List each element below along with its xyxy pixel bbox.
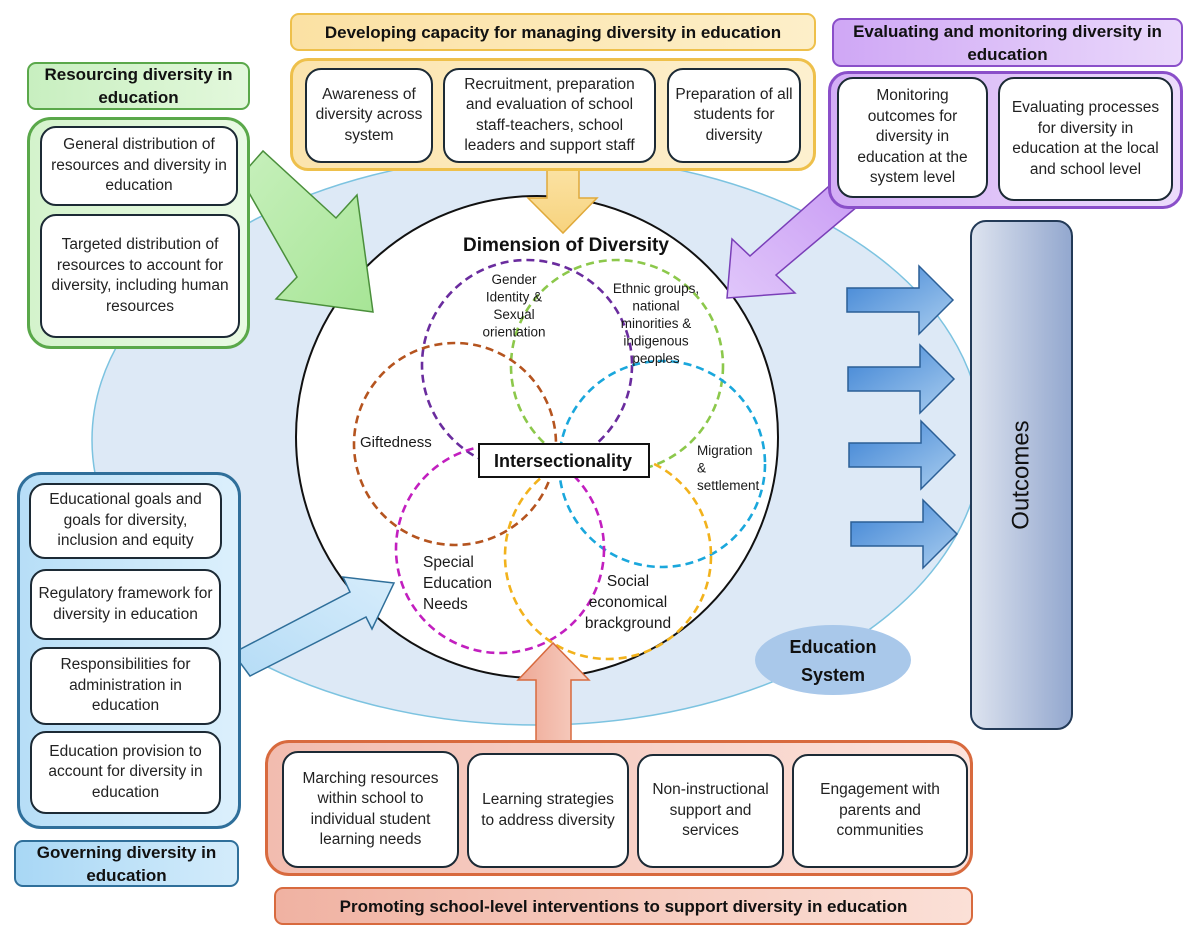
dimension-label-line: Migration [697, 443, 753, 458]
dimension-label-line: Sexual [493, 307, 534, 322]
dimension-label-line: national [632, 299, 679, 314]
dimension-label-giftedness: Giftedness [360, 434, 432, 451]
dimension-circle-sen [394, 443, 606, 655]
promoting-item-1-text: Marching resources within school to indi… [302, 769, 439, 849]
dimension-label-line: settlement [697, 478, 760, 493]
dimension-label-social: Social economical brackground [585, 573, 671, 632]
dimension-label-line: indigenous [623, 334, 689, 349]
dimension-label-line: orientation [482, 325, 545, 340]
capacity-item-2: Recruitment, preparation and evaluation … [443, 68, 656, 163]
outcomes-box: Outcomes [970, 220, 1073, 730]
promoting-item-3: Non-instructional support and services [637, 754, 784, 868]
outcome-arrow-2 [847, 343, 956, 415]
dimension-label-line: & [697, 461, 706, 476]
promoting-item-2-text: Learning strategies to address diversity [481, 791, 615, 829]
governing-arrow [231, 576, 396, 677]
dimension-label-line: peoples [632, 351, 680, 366]
governing-item-2: Regulatory framework for diversity in ed… [30, 569, 221, 640]
promoting-item-3-text: Non-instructional support and services [652, 781, 769, 840]
resourcing-title-text: Resourcing diversity in education [44, 65, 233, 107]
outcome-arrows [846, 264, 959, 570]
education-system-badge [755, 625, 911, 695]
intersectionality-label: Intersectionality [494, 451, 632, 471]
governing-title: Governing diversity in education [14, 840, 239, 887]
dimension-label-line: Education [423, 575, 492, 592]
dimension-label-line: minorities & [621, 316, 692, 331]
outcome-arrow-3 [848, 419, 957, 491]
governing-item-1: Educational goals and goals for diversit… [29, 483, 222, 559]
promoting-item-4-text: Engagement with parents and communities [820, 781, 940, 840]
resourcing-item-1-text: General distribution of resources and di… [51, 136, 227, 195]
education-system-label-2: System [801, 665, 865, 685]
capacity-item-1-text: Awareness of diversity across system [315, 85, 423, 144]
dimension-circle-migration [557, 359, 767, 569]
promoting-item-1: Marching resources within school to indi… [282, 751, 459, 868]
outcome-arrow-1 [846, 264, 955, 336]
promoting-title-text: Promoting school-level interventions to … [339, 896, 908, 916]
dimension-label-line: brackground [585, 615, 671, 632]
dimension-label-line: Giftedness [360, 434, 432, 451]
resourcing-item-1: General distribution of resources and di… [40, 126, 238, 206]
evaluating-item-1: Monitoring outcomes for diversity in edu… [837, 77, 988, 198]
dimension-label-line: economical [589, 594, 667, 611]
dimension-label-migration: Migration & settlement [697, 443, 760, 493]
governing-item-4-text: Education provision to account for diver… [48, 742, 203, 801]
dimension-label-line: Ethnic groups, [613, 281, 699, 296]
governing-item-3-text: Responsibilities for administration in e… [60, 656, 191, 715]
governing-item-3: Responsibilities for administration in e… [30, 647, 221, 725]
dimension-heading: Dimension of Diversity [463, 235, 669, 256]
dimension-circle-gender [420, 258, 634, 472]
capacity-title-text: Developing capacity for managing diversi… [324, 22, 782, 42]
governing-title-text: Governing diversity in education [36, 842, 217, 885]
dimension-label-ethnic: Ethnic groups, national minorities & indige… [613, 281, 699, 366]
resourcing-title: Resourcing diversity in education [27, 62, 250, 110]
dimension-label-line: Gender [491, 272, 537, 287]
evaluating-item-2-text: Evaluating processes for diversity in ed… [1011, 99, 1160, 178]
dimension-label-line: Special [423, 554, 474, 571]
promoting-arrow [516, 641, 591, 747]
evaluating-title: Evaluating and monitoring diversity in e… [832, 18, 1183, 67]
capacity-item-2-text: Recruitment, preparation and evaluation … [464, 75, 635, 155]
dimension-circle-ethnic [509, 258, 725, 474]
promoting-title: Promoting school-level interventions to … [274, 887, 973, 925]
capacity-item-3: Preparation of all students for diversit… [667, 68, 801, 163]
evaluating-item-1-text: Monitoring outcomes for diversity in edu… [857, 87, 968, 187]
outcome-arrow-4 [850, 498, 959, 570]
resourcing-item-2-text: Targeted distribution of resources to ac… [51, 236, 229, 315]
governing-item-2-text: Regulatory framework for diversity in ed… [38, 585, 213, 623]
resourcing-arrow [239, 149, 374, 313]
outcomes-label: Outcomes [1007, 420, 1035, 530]
education-system-label-1: Education [789, 637, 876, 657]
capacity-item-3-text: Preparation of all students for diversit… [675, 85, 793, 144]
dimension-label-line: Needs [423, 596, 468, 613]
resourcing-item-2: Targeted distribution of resources to ac… [40, 214, 240, 338]
intersectionality-box [478, 443, 650, 478]
dimension-label-line: Social [607, 573, 649, 590]
promoting-item-4: Engagement with parents and communities [792, 754, 968, 868]
capacity-title: Developing capacity for managing diversi… [290, 13, 816, 51]
evaluating-title-text: Evaluating and monitoring diversity in e… [853, 21, 1162, 64]
governing-item-1-text: Educational goals and goals for diversit… [49, 491, 202, 550]
governing-item-4: Education provision to account for diver… [30, 731, 221, 814]
evaluating-item-2: Evaluating processes for diversity in ed… [998, 77, 1173, 201]
promoting-item-2: Learning strategies to address diversity [467, 753, 629, 868]
evaluating-arrow [726, 178, 860, 299]
dimension-label-line: Identity & [486, 290, 542, 305]
capacity-item-1: Awareness of diversity across system [305, 68, 433, 163]
